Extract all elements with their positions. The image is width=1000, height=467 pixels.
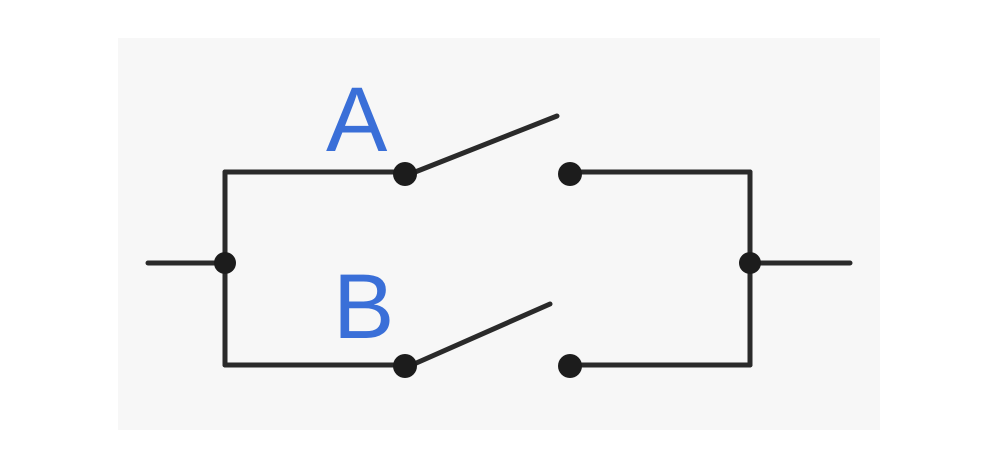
switch-b-contact-node — [558, 354, 582, 378]
switch-b-blade — [402, 301, 553, 371]
switch-b-pivot-node — [393, 354, 417, 378]
left-junction-node — [214, 252, 236, 274]
switch-a-blade — [402, 113, 560, 179]
right-junction-node — [739, 252, 761, 274]
switch-b-label: B — [333, 256, 394, 358]
switch-a-pivot-node — [393, 162, 417, 186]
switch-a-label: A — [326, 69, 388, 171]
switch-a-contact-node — [558, 162, 582, 186]
